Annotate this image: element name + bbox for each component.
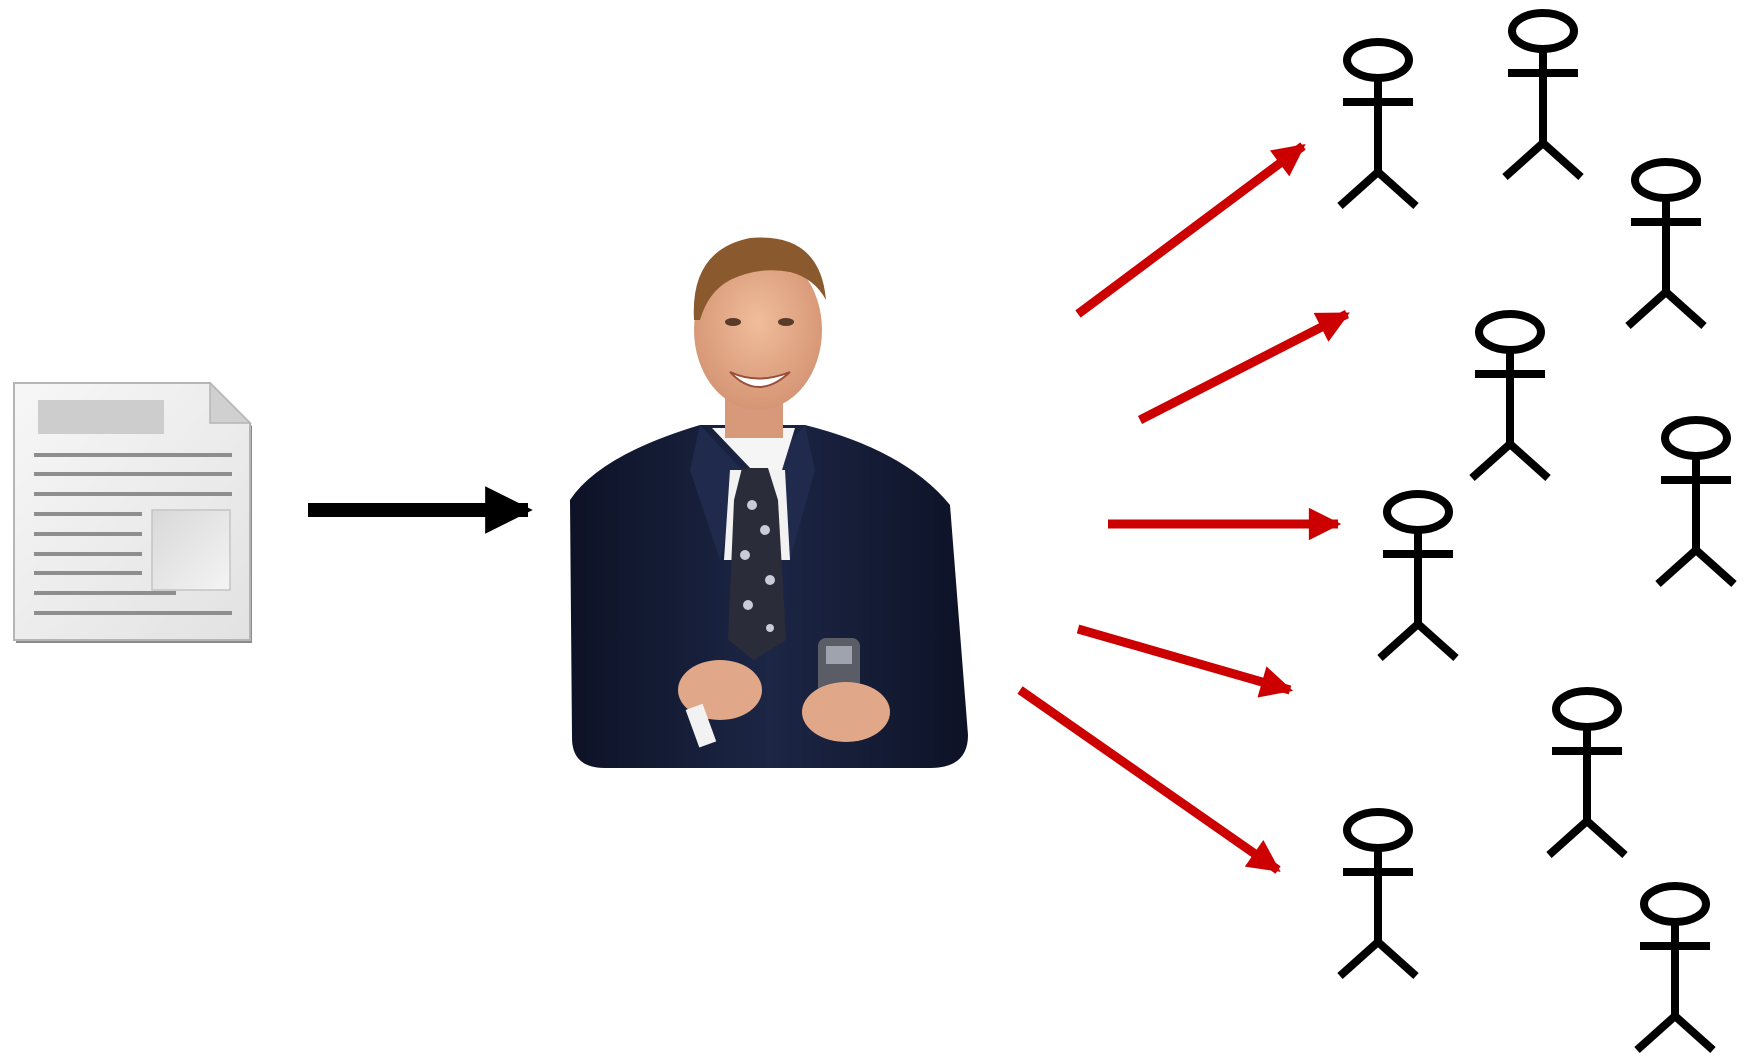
stick-figure-icon xyxy=(1625,158,1707,329)
stick-figure-icon xyxy=(1337,808,1419,979)
broadcast-arrows xyxy=(1017,142,1350,874)
stick-figure-icon xyxy=(1337,38,1419,209)
stick-figure-icon xyxy=(1634,882,1716,1053)
broadcast-arrow-5 xyxy=(1017,686,1281,874)
stick-figure-icon xyxy=(1377,490,1459,661)
stick-figure-icon xyxy=(1502,9,1584,180)
stick-figure-icon xyxy=(1655,416,1737,587)
businessman-photo xyxy=(570,237,968,768)
document-icon xyxy=(13,381,252,643)
broadcast-arrow-1 xyxy=(1075,142,1306,318)
broadcast-arrow-4 xyxy=(1076,624,1294,698)
stick-figure-icon xyxy=(1546,687,1628,858)
stick-figure-icon xyxy=(1469,310,1551,481)
broadcast-arrow-2 xyxy=(1137,309,1350,425)
